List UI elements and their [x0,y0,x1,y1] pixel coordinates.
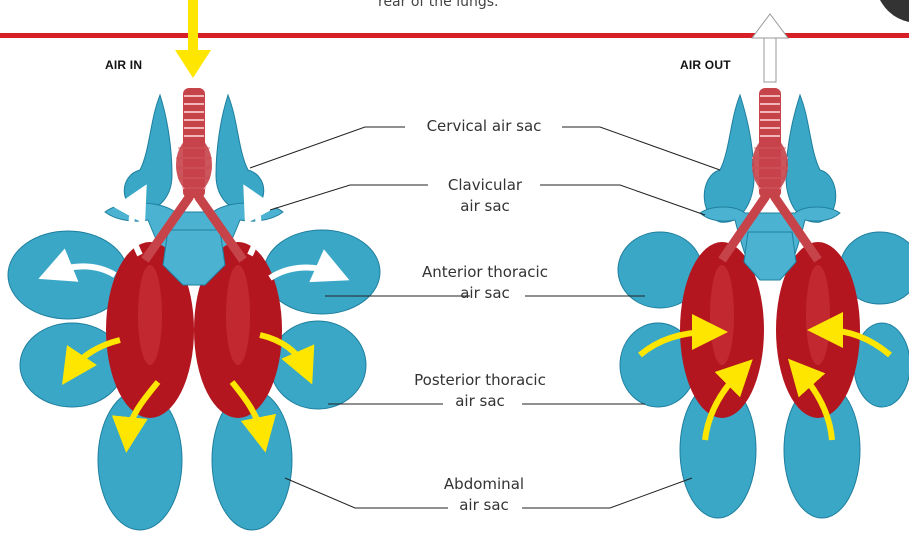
right-lung-r-highlight [806,265,830,365]
label-abdominal-line1: Abdominal [410,474,558,495]
left-syrinx [176,137,212,193]
label-posterior-line2: air sac [390,391,570,412]
air-out-arrow-head [752,14,788,38]
label-clavicular-air-sac: Clavicular air sac [420,175,550,217]
right-syrinx [752,137,788,193]
left-lung-l-highlight [138,265,162,365]
label-abdominal-line2: air sac [410,495,558,516]
left-cervical-air-sac-l [124,95,172,210]
leader-cervical-left [250,127,405,168]
label-cervical-air-sac: Cervical air sac [405,116,563,137]
right-cervical-air-sac-r [786,95,836,222]
left-lung-r-highlight [226,265,250,365]
leader-clavicular-left [270,185,428,210]
label-abdominal-air-sac: Abdominal air sac [410,474,558,516]
label-posterior-line1: Posterior thoracic [390,370,570,391]
label-clavicular-line2: air sac [420,196,550,217]
air-out-arrow-shaft [764,38,776,82]
top-caption-fragment: rear of the lungs. [378,0,498,10]
right-respiratory-system [618,14,909,518]
label-anterior-thoracic-air-sac: Anterior thoracic air sac [395,262,575,304]
corner-decoration [880,0,909,22]
label-anterior-line1: Anterior thoracic [395,262,575,283]
left-posterior-thoracic-r [270,321,366,409]
label-posterior-thoracic-air-sac: Posterior thoracic air sac [390,370,570,412]
air-in-label: AIR IN [105,58,142,72]
right-lung-l-highlight [710,265,734,365]
leader-cervical-right [562,127,720,170]
right-cervical-air-sac-l [704,95,754,222]
air-in-arrow-head [175,50,211,78]
air-out-label: AIR OUT [680,58,731,72]
label-clavicular-line1: Clavicular [420,175,550,196]
air-in-arrow-shaft [188,0,198,50]
left-respiratory-system [8,0,380,530]
label-cervical-line1: Cervical air sac [427,117,542,135]
label-anterior-line2: air sac [395,283,575,304]
left-cervical-air-sac-r [216,95,264,210]
leader-clavicular-right [540,185,705,215]
